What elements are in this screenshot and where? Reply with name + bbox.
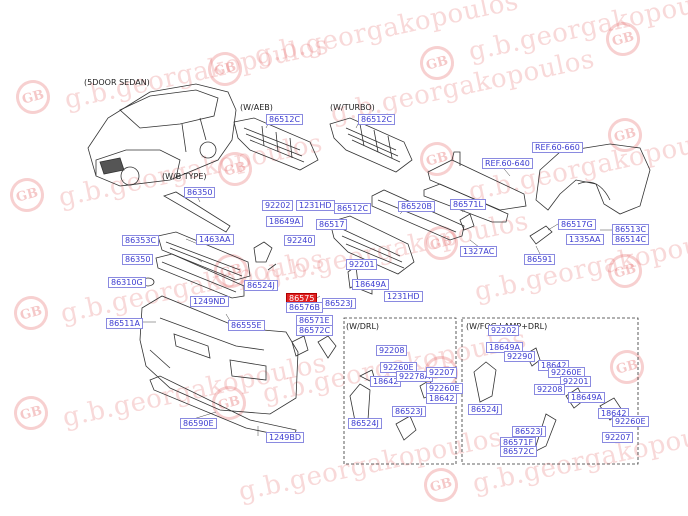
part-label[interactable]: 1335AA: [566, 234, 604, 245]
caption-turbo: (W/TURBO): [330, 103, 375, 112]
part-label[interactable]: 1231HD: [384, 291, 423, 302]
part-label[interactable]: 86512C: [334, 203, 372, 214]
part-label[interactable]: 86524J: [468, 404, 502, 415]
reinforcement-beam-drawing: [423, 151, 527, 223]
turbo-grille-drawing: [329, 117, 413, 173]
part-label[interactable]: 86524J: [348, 418, 382, 429]
part-label[interactable]: 86523J: [392, 406, 426, 417]
part-label[interactable]: 86590E: [180, 418, 217, 429]
part-label[interactable]: 1231HD: [296, 200, 335, 211]
fender-drawing: [535, 143, 651, 215]
caption-aeb: (W/AEB): [240, 103, 273, 112]
part-label[interactable]: 86350: [122, 254, 154, 265]
wb-trim-drawing: [163, 191, 231, 233]
center-grille-drawing: [329, 215, 415, 275]
part-label[interactable]: 92207: [602, 432, 634, 443]
ref-label[interactable]: REF.60-660: [532, 142, 583, 153]
lower-grille-drawing: [155, 231, 251, 299]
part-label[interactable]: 86310G: [108, 277, 146, 288]
part-label[interactable]: 92240: [284, 235, 316, 246]
caption-drl: (W/DRL): [346, 322, 380, 331]
part-label[interactable]: 86512C: [358, 114, 396, 125]
part-label[interactable]: 92201: [346, 259, 378, 270]
part-label[interactable]: 86523J: [322, 298, 356, 309]
bumper-fascia-drawing: [139, 295, 299, 415]
part-label[interactable]: 92208: [376, 345, 408, 356]
part-label[interactable]: 92202: [262, 200, 294, 211]
part-label[interactable]: 86511A: [106, 318, 143, 329]
part-label[interactable]: 86571L: [450, 199, 486, 210]
caption-model: (5DOOR SEDAN): [84, 78, 150, 87]
car-overview-drawing: [87, 83, 237, 187]
bumper-lip-drawing: [149, 375, 297, 439]
part-label[interactable]: 18649A: [266, 216, 303, 227]
part-label[interactable]: 86523J: [512, 426, 546, 437]
part-label[interactable]: 86555E: [228, 320, 265, 331]
absorber-drawing: [371, 189, 465, 241]
part-label[interactable]: 86512C: [266, 114, 304, 125]
part-label[interactable]: 86572C: [500, 446, 538, 457]
part-label[interactable]: 86524J: [244, 280, 278, 291]
part-label[interactable]: 86520B: [398, 201, 435, 212]
part-label[interactable]: 86576B: [286, 302, 323, 313]
part-label[interactable]: 86517G: [558, 219, 596, 230]
part-label[interactable]: 18642: [426, 393, 458, 404]
ref-label[interactable]: REF.60-640: [482, 158, 533, 169]
part-label[interactable]: 86591: [524, 254, 556, 265]
part-label[interactable]: 86514C: [612, 234, 650, 245]
part-label[interactable]: 18649A: [352, 279, 389, 290]
part-label[interactable]: 1327AC: [460, 246, 498, 257]
part-label[interactable]: 1249ND: [190, 296, 229, 307]
part-label[interactable]: 92208: [534, 384, 566, 395]
part-label[interactable]: 92202: [488, 325, 520, 336]
part-label[interactable]: 86353C: [122, 235, 160, 246]
part-label[interactable]: 1463AA: [196, 234, 234, 245]
part-label[interactable]: 92207: [426, 367, 458, 378]
part-label[interactable]: 86350: [184, 187, 216, 198]
part-label[interactable]: 86517: [316, 219, 348, 230]
part-label[interactable]: 86572C: [296, 325, 334, 336]
part-label[interactable]: 1249BD: [266, 432, 305, 443]
part-label[interactable]: 18649A: [568, 392, 605, 403]
part-label[interactable]: 92260E: [612, 416, 649, 427]
part-label[interactable]: 92290: [504, 351, 536, 362]
side-bracket-drawing: [459, 213, 553, 245]
part-label[interactable]: 92201: [560, 376, 592, 387]
caption-wb: (W/B TYPE): [162, 172, 207, 181]
aeb-grille-drawing: [233, 117, 319, 171]
